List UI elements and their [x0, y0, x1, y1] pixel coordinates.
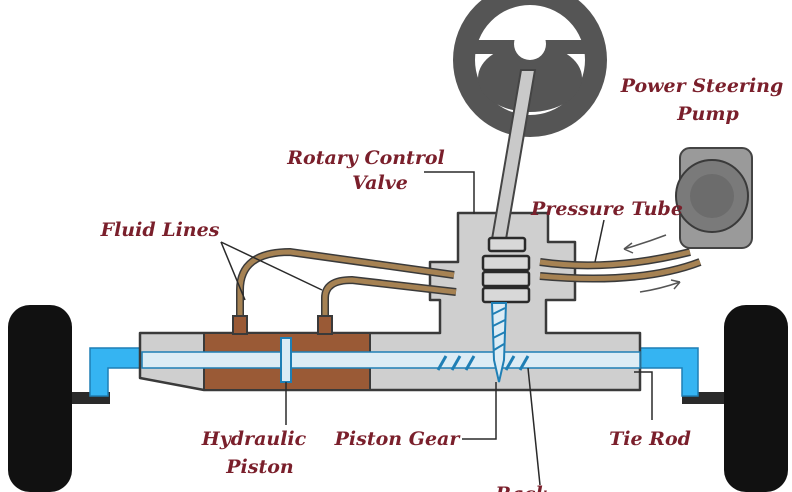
label-hydraulic-piston-1: Hydraulic	[201, 428, 307, 450]
right-wheel	[724, 305, 788, 492]
label-fluid-lines: Fluid Lines	[100, 219, 220, 241]
label-pressure-tube: Pressure Tube	[530, 198, 683, 220]
steering-wheel	[453, 0, 607, 137]
hydraulic-piston	[280, 337, 292, 383]
label-tie-rod: Tie Rod	[609, 428, 691, 450]
rack-teeth	[436, 355, 530, 371]
label-piston-gear: Piston Gear	[334, 428, 462, 450]
rotary-valve-spool	[481, 236, 531, 304]
label-hydraulic-piston-2: Piston	[225, 456, 293, 478]
fluid-port-right	[317, 315, 333, 335]
flow-arrow-out	[639, 281, 681, 293]
flow-arrow-in	[623, 234, 667, 250]
label-power-steering-pump-2: Pump	[676, 103, 739, 125]
leader-lines	[220, 171, 653, 486]
left-wheel	[8, 305, 72, 492]
fluid-port-left	[232, 315, 248, 335]
pinion-shaft	[490, 302, 508, 383]
label-power-steering-pump-1: Power Steering	[620, 75, 784, 97]
rack-bar	[141, 351, 641, 369]
label-rotary-control-valve-2: Valve	[352, 172, 408, 194]
label-rotary-control-valve-1: Rotary Control	[286, 147, 445, 169]
label-rack: Rack	[494, 483, 548, 492]
